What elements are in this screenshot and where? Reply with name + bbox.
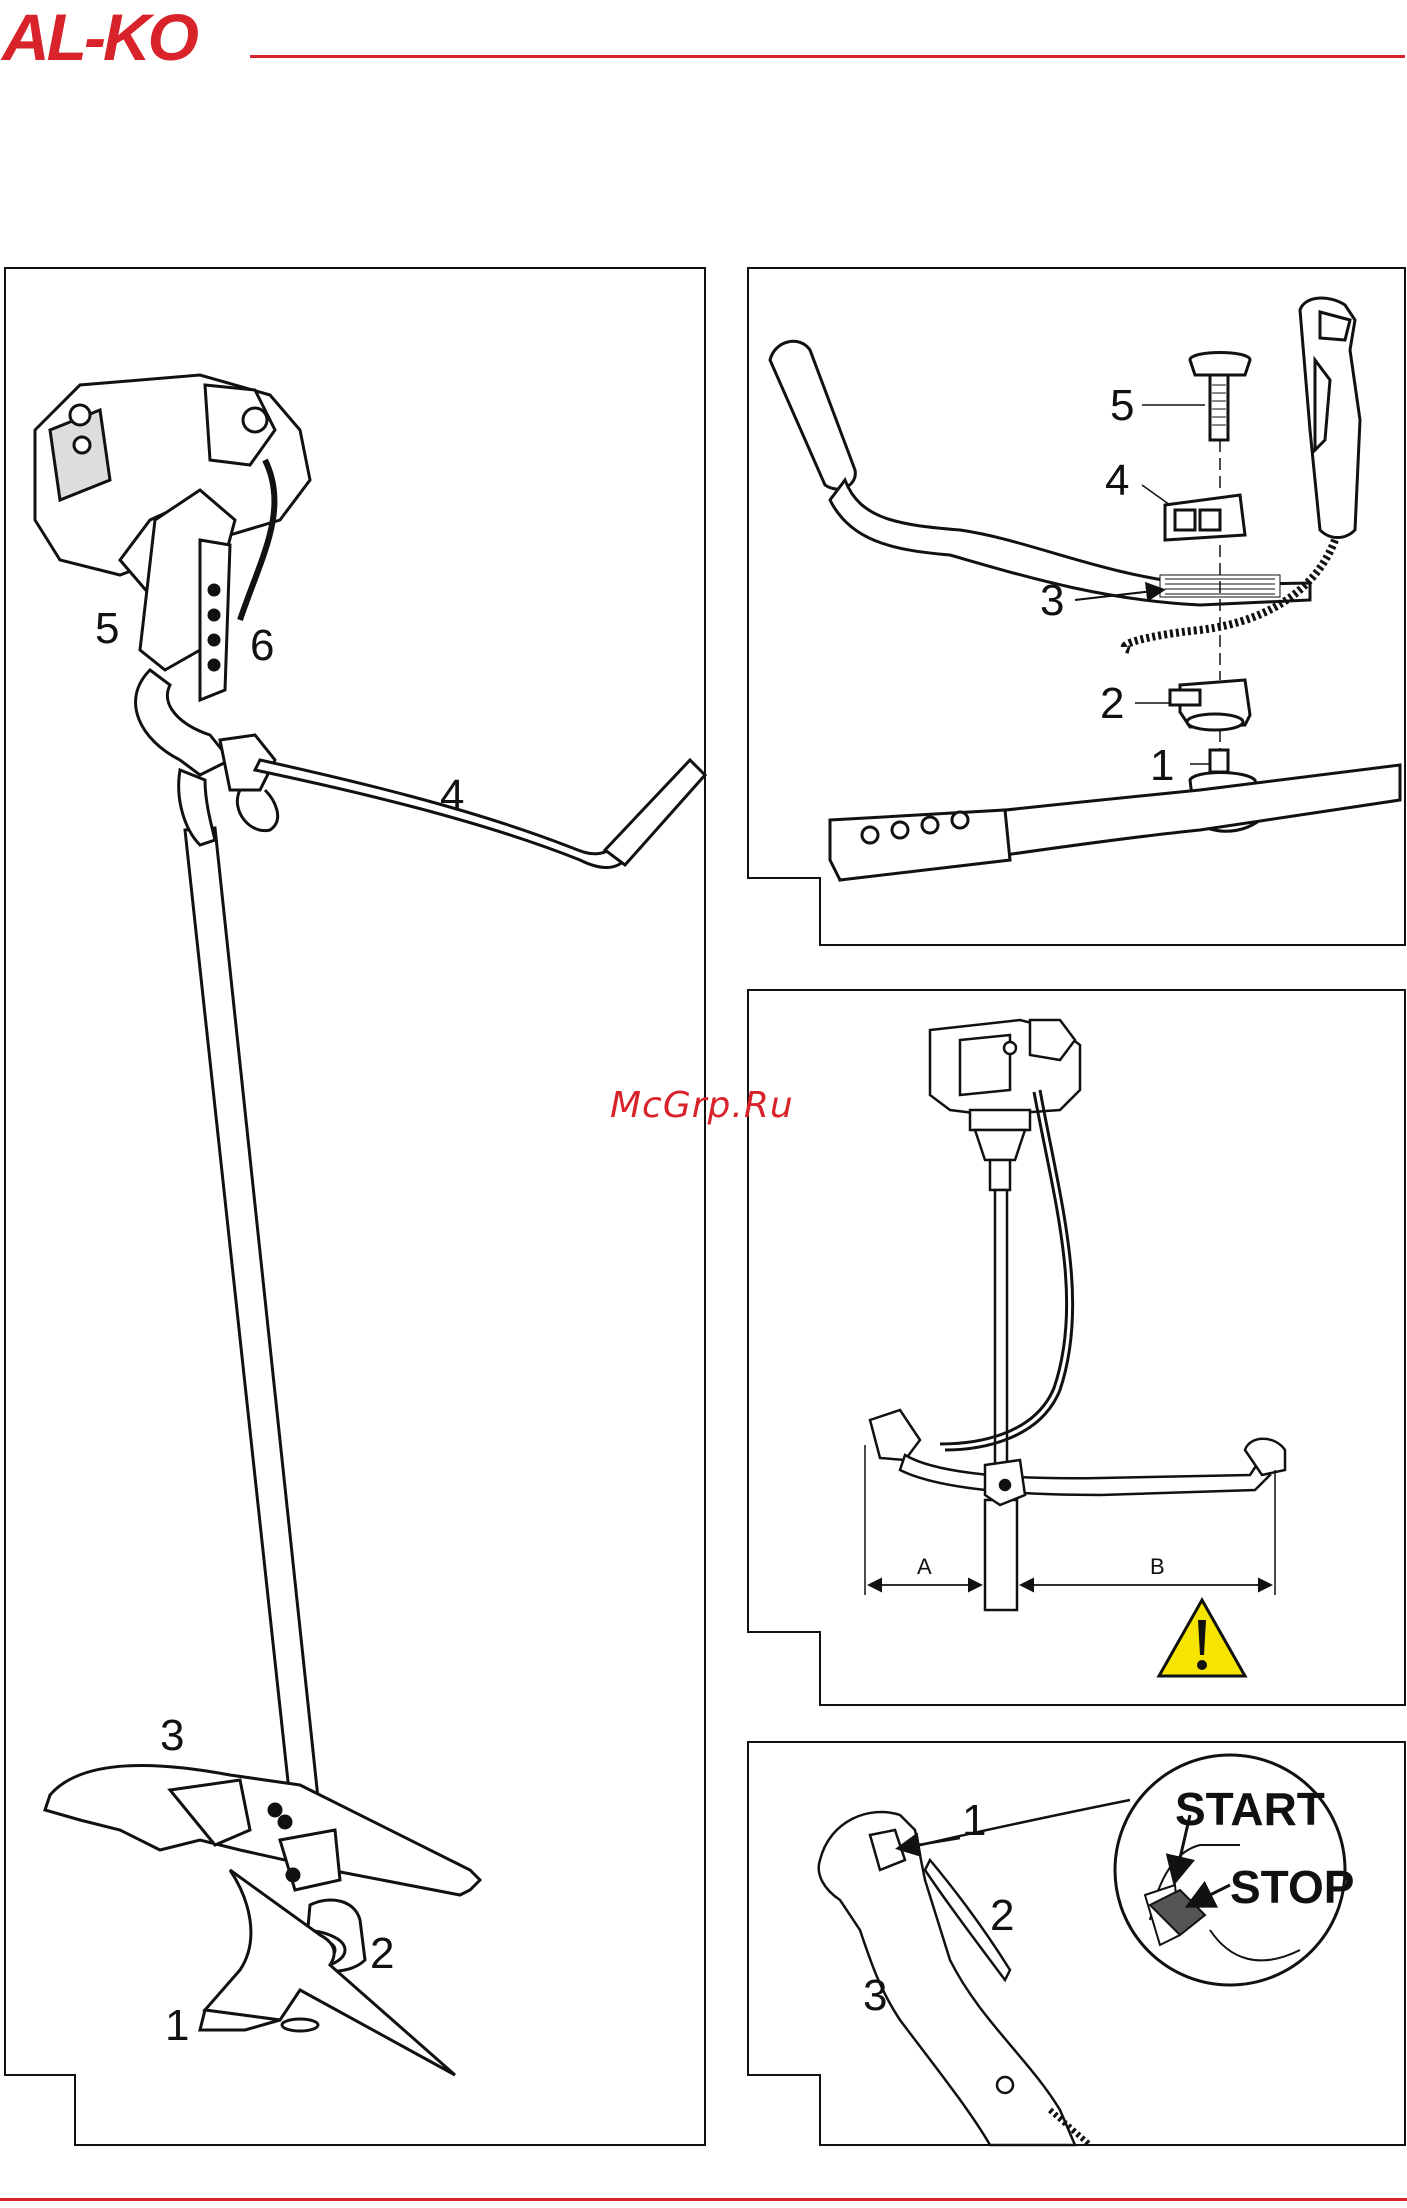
figure-handle-assembly: 5 4 3 2 1 bbox=[748, 268, 1405, 945]
label-3: 3 bbox=[160, 1711, 184, 1760]
label-3: 3 bbox=[1040, 576, 1064, 625]
label-2: 2 bbox=[1100, 679, 1124, 728]
label-5: 5 bbox=[1110, 381, 1134, 430]
label-3: 3 bbox=[863, 1971, 887, 2020]
label-2: 2 bbox=[370, 1929, 394, 1978]
figure-switch: START STOP 1 2 3 bbox=[748, 1742, 1405, 2145]
dimension-b: B bbox=[1150, 1554, 1165, 1579]
watermark: McGrp.Ru bbox=[610, 1085, 794, 1126]
label-4: 4 bbox=[1105, 456, 1129, 505]
label-2: 2 bbox=[990, 1891, 1014, 1940]
label-1: 1 bbox=[165, 2001, 189, 2050]
warning-triangle-icon bbox=[1159, 1600, 1245, 1676]
label-4: 4 bbox=[440, 771, 464, 820]
label-1: 1 bbox=[1150, 741, 1174, 790]
start-label: START bbox=[1175, 1783, 1325, 1835]
figure-overview: 5 6 4 3 2 1 bbox=[5, 268, 705, 2145]
label-5: 5 bbox=[95, 604, 119, 653]
dimension-a: A bbox=[917, 1554, 932, 1579]
label-6: 6 bbox=[250, 621, 274, 670]
figure-handle-position: A B bbox=[748, 990, 1405, 1705]
label-1: 1 bbox=[962, 1796, 986, 1845]
cutting-guard bbox=[45, 1765, 480, 2075]
stop-label: STOP bbox=[1230, 1861, 1354, 1913]
